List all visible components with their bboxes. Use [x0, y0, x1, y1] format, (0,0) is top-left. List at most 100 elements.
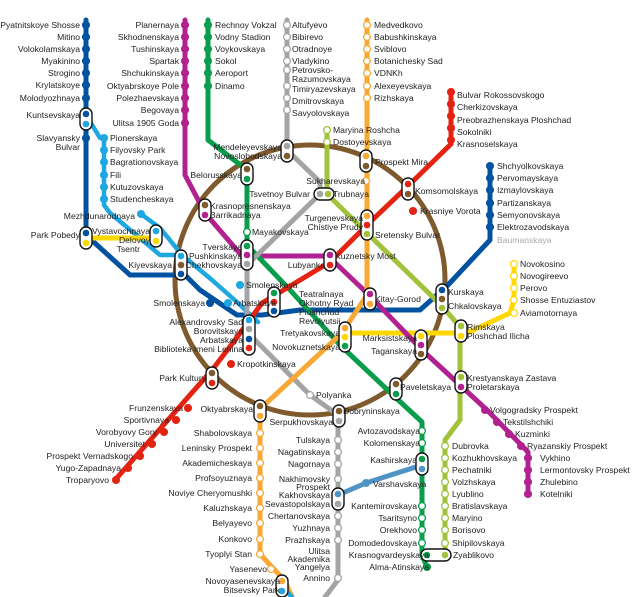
line-lyublinsko-dmitrovskaya[interactable]	[324, 127, 463, 558]
station-label[interactable]: Teatralnaya	[299, 289, 344, 299]
station-dot[interactable]	[136, 209, 146, 219]
station-label[interactable]: Fili	[110, 170, 121, 180]
station-dot[interactable]	[81, 44, 91, 54]
station-label[interactable]: Aeroport	[215, 68, 249, 78]
station-dot[interactable]	[282, 65, 292, 75]
station-label[interactable]: Slavyansky	[37, 133, 81, 143]
station-dot[interactable]	[282, 20, 292, 30]
line-kalininskaya[interactable]	[83, 235, 517, 336]
station-dot[interactable]	[440, 477, 450, 487]
station-label[interactable]: Chistiye Prudy	[308, 222, 364, 232]
station-label[interactable]: Kurskaya	[448, 287, 484, 297]
station-dot[interactable]	[422, 562, 432, 572]
station-label[interactable]: Varshavskaya	[373, 479, 427, 489]
station-label[interactable]: Tushinskaya	[131, 44, 179, 54]
station-label[interactable]: Spartak	[149, 56, 179, 66]
station-dot[interactable]	[408, 206, 418, 216]
station-label[interactable]: Delovoy	[119, 235, 151, 245]
station-label[interactable]: Shchukinskaya	[121, 68, 179, 78]
station-label[interactable]: Ulitsa 1905 Goda	[113, 118, 180, 128]
station-label[interactable]: Noviye Cheryomushki	[168, 488, 252, 498]
station-label[interactable]: Pyatnitskoye Shosse	[0, 20, 80, 30]
station-label[interactable]: Barrikadnaya	[210, 210, 261, 220]
station-label[interactable]: Kaluzhskaya	[203, 503, 252, 513]
station-dot[interactable]	[147, 439, 157, 449]
station-dot[interactable]	[235, 280, 245, 290]
station-label[interactable]: Tretyakovskaya	[280, 328, 340, 338]
station-label[interactable]: Kotelniki	[540, 489, 573, 499]
station-label[interactable]: Tekstilshchiki	[503, 417, 553, 427]
station-dot[interactable]	[81, 93, 91, 103]
station-label[interactable]: Pionerskaya	[110, 133, 158, 143]
station-label[interactable]: Kozhukhovskaya	[452, 453, 517, 463]
station-dot[interactable]	[362, 68, 372, 78]
station-label[interactable]: Bulvar	[56, 142, 80, 152]
station-dot[interactable]	[223, 298, 233, 308]
station-label[interactable]: Sokol	[215, 56, 237, 66]
station-dot[interactable]	[203, 32, 213, 42]
station-label[interactable]: Mendeleyevskaya	[213, 142, 282, 152]
station-label[interactable]: Petrovsko-	[292, 65, 333, 75]
station-dot[interactable]	[492, 417, 502, 427]
station-label[interactable]: Partizanskaya	[497, 198, 551, 208]
station-dot[interactable]	[180, 68, 190, 78]
station-dot[interactable]	[159, 427, 169, 437]
station-dot[interactable]	[203, 56, 213, 66]
station-label[interactable]: Kantemirovskaya	[351, 501, 417, 511]
station-dot[interactable]	[485, 210, 495, 220]
station-dot[interactable]	[322, 125, 332, 135]
station-label[interactable]: Trubnaya	[333, 189, 369, 199]
station-label[interactable]: Park Kultury	[159, 373, 207, 383]
station-dot[interactable]	[180, 20, 190, 30]
station-label[interactable]: Oktyabrskoye Pole	[107, 81, 179, 91]
station-label[interactable]: Smolenskaya	[246, 280, 298, 290]
station-dot[interactable]	[180, 32, 190, 42]
station-dot[interactable]	[282, 56, 292, 66]
station-label[interactable]: Rechnoy Vokzal	[215, 20, 277, 30]
station-label[interactable]: Lubyanka	[288, 260, 325, 270]
station-label[interactable]: Kashirskaya	[370, 455, 417, 465]
station-label[interactable]: Novoslobodskaya	[214, 151, 282, 161]
station-dot[interactable]	[305, 390, 315, 400]
station-label[interactable]: Shchyolkovskaya	[497, 161, 564, 171]
station-dot[interactable]	[417, 525, 427, 535]
station-dot[interactable]	[485, 222, 495, 232]
station-dot[interactable]	[440, 501, 450, 511]
station-label[interactable]: Borovitskaya	[194, 326, 243, 336]
station-label[interactable]: Arbatskaya	[233, 298, 276, 308]
station-dot[interactable]	[180, 56, 190, 66]
station-label[interactable]: Universitet	[104, 439, 145, 449]
station-label[interactable]: Bibirevo	[292, 32, 323, 42]
station-dot[interactable]	[255, 549, 265, 559]
station-dot[interactable]	[446, 87, 456, 97]
station-dot[interactable]	[440, 489, 450, 499]
station-dot[interactable]	[446, 99, 456, 109]
station-dot[interactable]	[485, 173, 495, 183]
station-label[interactable]: Smolenskaya	[153, 298, 205, 308]
station-label[interactable]: Molodyozhnaya	[20, 93, 80, 103]
station-dot[interactable]	[446, 135, 456, 145]
station-label[interactable]: Dobryninskaya	[343, 406, 400, 416]
transfer-biblioteka-lenina[interactable]	[242, 314, 256, 356]
station-dot[interactable]	[255, 503, 265, 513]
station-label[interactable]: Lermontovsky Prospekt	[540, 465, 630, 475]
station-label[interactable]: Domodedovskaya	[348, 538, 417, 548]
station-dot[interactable]	[180, 44, 190, 54]
station-dot[interactable]	[362, 93, 372, 103]
station-dot[interactable]	[99, 194, 109, 204]
station-label[interactable]: Yugo-Zapadnaya	[56, 463, 122, 473]
station-label[interactable]: Krasnopresnenskaya	[210, 201, 291, 211]
station-label[interactable]: Chertanovskaya	[268, 511, 330, 521]
station-label[interactable]: Polyanka	[316, 390, 352, 400]
station-label[interactable]: Zyablikovo	[453, 550, 494, 560]
station-label[interactable]: Shipilovskaya	[452, 538, 505, 548]
station-label[interactable]: Novokuznetskaya	[272, 342, 340, 352]
station-dot[interactable]	[523, 477, 533, 487]
station-label[interactable]: Konkovo	[219, 534, 253, 544]
station-dot[interactable]	[282, 44, 292, 54]
station-label[interactable]: Nagornaya	[288, 459, 330, 469]
station-dot[interactable]	[99, 182, 109, 192]
station-label[interactable]: Novokosino	[520, 259, 565, 269]
station-label[interactable]: Arbatskaya	[200, 335, 243, 345]
